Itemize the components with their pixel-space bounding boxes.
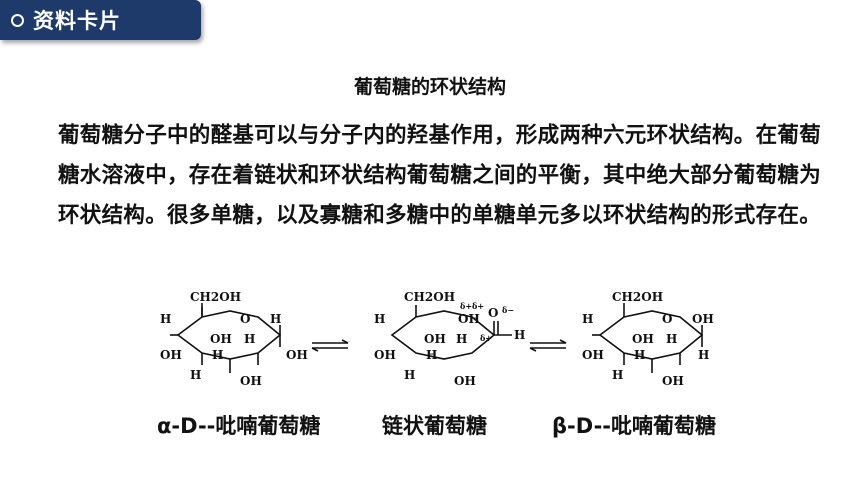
card-title: 葡萄糖的环状结构 (353, 76, 506, 98)
card-paragraph: 葡萄糖分子中的醛基可以与分子内的羟基作用，形成两种六元环状结构。在葡萄糖水溶液中… (58, 123, 822, 228)
chain-delta-p: δ+ (480, 333, 492, 343)
alpha-oh: OH (160, 348, 182, 362)
beta-oh: OH (662, 374, 684, 388)
alpha-h: H (212, 348, 223, 362)
chain-h: H (374, 312, 385, 326)
beta-h: H (582, 312, 593, 326)
circle-icon (11, 13, 24, 27)
chain-caption: 链状葡萄糖 (382, 414, 487, 438)
beta-oh: OH (582, 348, 604, 362)
chain-h: H (456, 332, 467, 346)
alpha-oh: OH (240, 374, 262, 388)
beta-h: H (634, 348, 645, 362)
beta-h: H (666, 332, 677, 346)
chain-ch2oh: CH2OH (404, 290, 455, 304)
chain-h: H (514, 328, 525, 342)
glucose-structure-diagram: CH2OH O H H OH H OH H OH H OH CH2OH δ+δ+… (160, 290, 714, 388)
alpha-h: H (270, 312, 281, 326)
chain-delta-pp: δ+δ+ (460, 301, 484, 311)
alpha-oh: OH (286, 348, 308, 362)
beta-h: H (698, 348, 709, 362)
chain-carbonyl-o: O (488, 306, 498, 320)
alpha-ring-o: O (240, 312, 250, 326)
beta-caption: β-D--吡喃葡萄糖 (552, 414, 717, 438)
alpha-caption: α-D--吡喃葡萄糖 (157, 414, 321, 438)
alpha-h: H (244, 332, 255, 346)
chain-oh: OH (424, 332, 446, 346)
chain-oh: OH (374, 348, 396, 362)
chain-h: H (404, 368, 415, 382)
chain-oh: OH (454, 374, 476, 388)
beta-h: H (612, 368, 623, 382)
beta-oh: OH (632, 332, 654, 346)
alpha-h: H (160, 312, 171, 326)
beta-ring-o: O (662, 312, 672, 326)
beta-oh: OH (692, 312, 714, 326)
chain-h: H (426, 348, 437, 362)
section-tag-label: 资料卡片 (33, 9, 121, 33)
alpha-ch2oh: CH2OH (190, 290, 241, 304)
beta-ch2oh: CH2OH (612, 290, 663, 304)
alpha-oh: OH (210, 332, 232, 346)
section-tag: 资料卡片 (0, 0, 201, 40)
chain-oh: OH (458, 312, 480, 326)
chain-delta-m: δ− (502, 305, 514, 315)
alpha-h: H (190, 368, 201, 382)
